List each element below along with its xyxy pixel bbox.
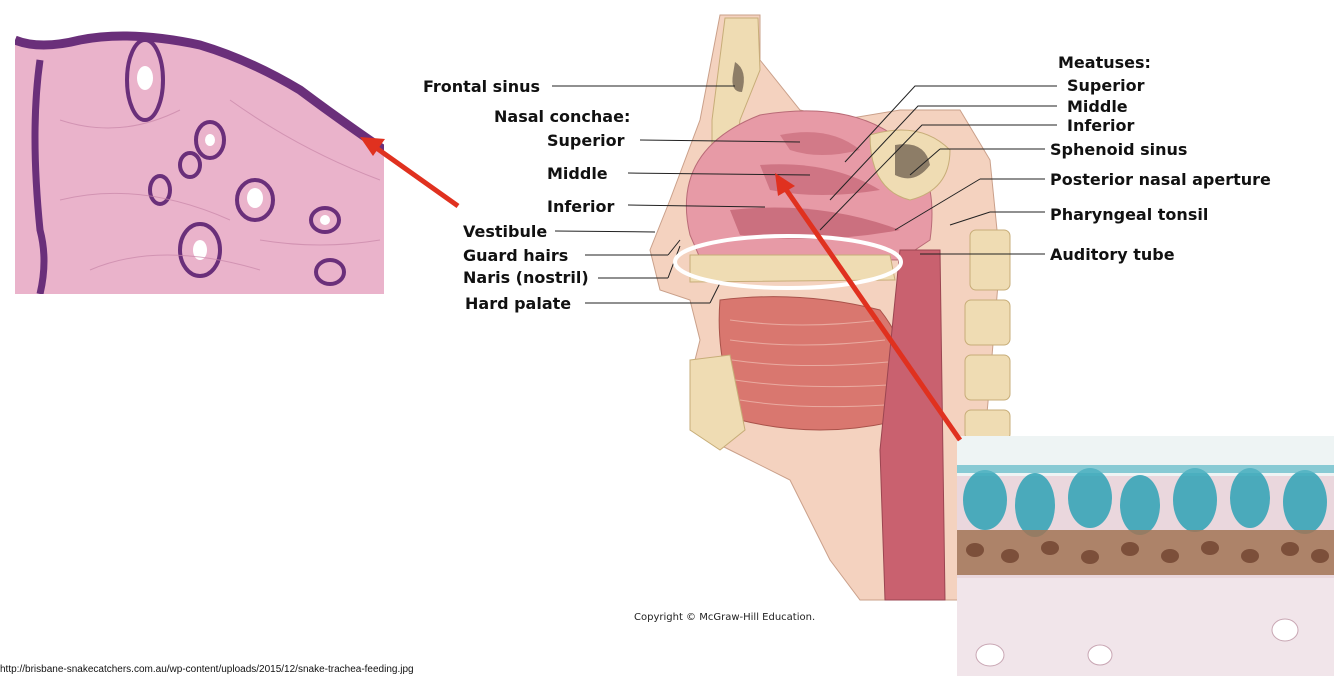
label-meatus-middle: Middle [1067,97,1128,116]
hard-palate-shape [690,255,895,282]
label-meatus-superior: Superior [1067,76,1144,95]
label-pharyngeal-tonsil: Pharyngeal tonsil [1050,205,1208,224]
label-conchae-inferior: Inferior [547,197,614,216]
source-url: http://brisbane-snakecatchers.com.au/wp-… [0,664,414,675]
label-frontal-sinus: Frontal sinus [423,77,540,96]
label-nasal-conchae: Nasal conchae: [494,107,630,126]
label-vestibule: Vestibule [463,222,547,241]
label-conchae-superior: Superior [547,131,624,150]
label-hard-palate: Hard palate [465,294,571,313]
label-naris: Naris (nostril) [463,268,589,287]
label-conchae-middle: Middle [547,164,608,183]
label-posterior-nasal-aperture: Posterior nasal aperture [1050,170,1271,189]
copyright-notice: Copyright © McGraw-Hill Education. [634,612,815,623]
label-sphenoid-sinus: Sphenoid sinus [1050,140,1187,159]
label-auditory-tube: Auditory tube [1050,245,1175,264]
label-meatuses: Meatuses: [1058,53,1151,72]
label-meatus-inferior: Inferior [1067,116,1134,135]
tongue [719,297,907,430]
label-guard-hairs: Guard hairs [463,246,568,265]
